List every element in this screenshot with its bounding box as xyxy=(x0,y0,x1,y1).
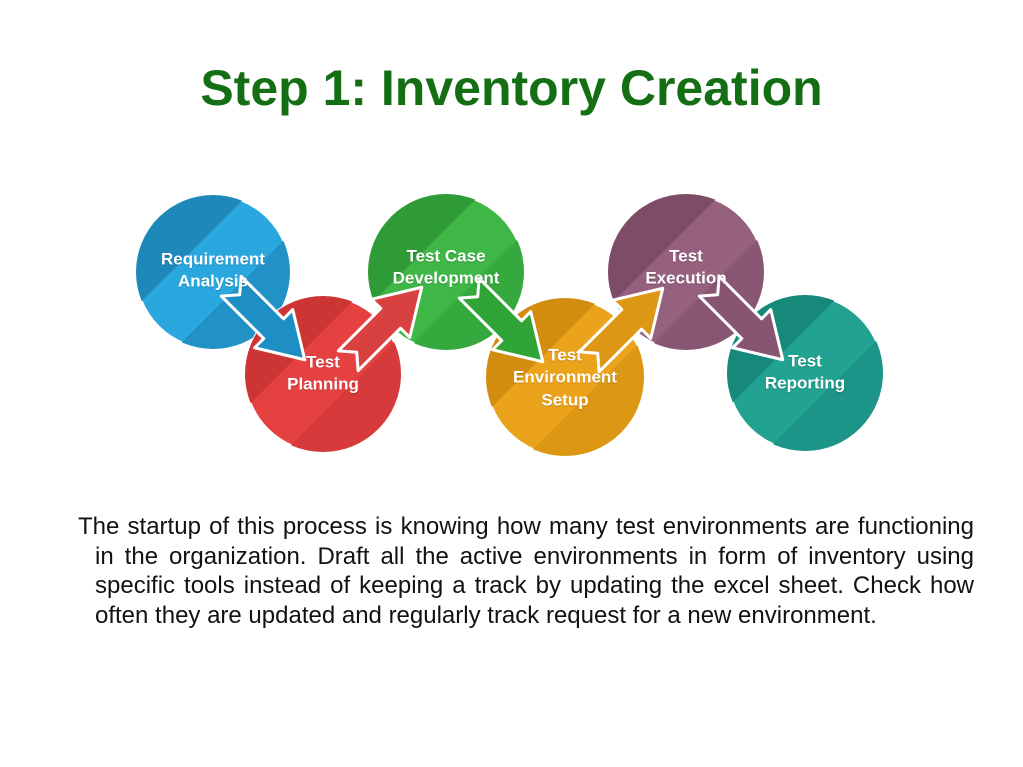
step-circle-shade xyxy=(284,335,401,452)
arrow-southeast-icon xyxy=(697,274,785,362)
step-circle-shade xyxy=(608,194,721,307)
body-paragraph: The startup of this process is knowing h… xyxy=(78,513,974,629)
arrow-southeast-icon xyxy=(219,274,307,362)
step-circle-shade xyxy=(526,338,644,456)
step-circle-shade xyxy=(368,194,481,307)
arrow-southeast-icon xyxy=(457,276,545,364)
arrow-northeast-icon xyxy=(336,285,424,373)
arrow-northeast-icon xyxy=(577,286,665,374)
step-circle-test-planning xyxy=(244,295,402,453)
step-circle-shade xyxy=(136,195,248,307)
page-title: Step 1: Inventory Creation xyxy=(200,60,823,116)
step-circle-shade xyxy=(766,334,883,451)
